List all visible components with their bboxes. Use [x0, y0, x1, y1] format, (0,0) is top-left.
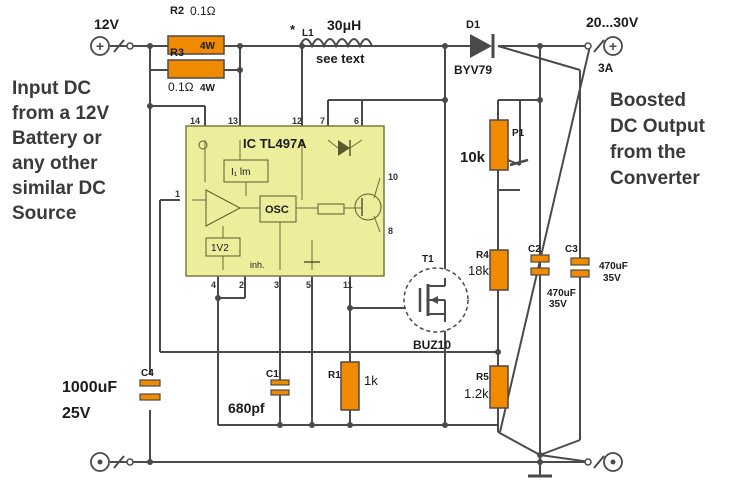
ic-pin-label: 6	[354, 116, 359, 126]
internal-diode-icon	[338, 140, 350, 156]
output-description-line: Converter	[610, 168, 700, 189]
ic-pin-label: 7	[320, 116, 325, 126]
c4-value: 1000uF	[62, 379, 117, 396]
resistor-r3	[167, 59, 225, 79]
resistor-r2	[167, 35, 225, 55]
ic-block-ref: 1V2	[211, 243, 229, 254]
ic-pin-label: 11	[343, 280, 353, 290]
output-description-line: from the	[610, 142, 686, 163]
output-positive-terminal: +	[584, 36, 623, 56]
c4-voltage: 25V	[62, 405, 91, 422]
input-description-line: similar DC	[12, 178, 106, 199]
input-voltage-label: 12V	[94, 16, 120, 32]
oscillator-block	[259, 195, 297, 223]
output-current-label: 3A	[598, 61, 614, 75]
resistor-r5	[489, 365, 509, 409]
ic-tl497a: 14 13 12 7 6 10 1 8 4 2 3 5 11	[175, 116, 398, 290]
resistor-r1	[340, 361, 360, 411]
potentiometer-p1	[489, 100, 529, 171]
r2-value: 0.1Ω	[190, 4, 216, 18]
output-ground-terminal	[584, 452, 623, 472]
c2-value: 470uF	[547, 288, 576, 299]
resistor-r4	[489, 249, 509, 291]
l1-star: *	[290, 22, 296, 37]
d1-name: D1	[466, 19, 480, 31]
p1-name: P1	[512, 128, 525, 139]
d1-part: BYV79	[454, 63, 492, 77]
ic-pin-label: 1	[175, 189, 180, 199]
l1-value: 30μH	[327, 17, 361, 33]
r1-name: R1	[328, 370, 341, 381]
c2-name: C2	[528, 244, 541, 255]
c4-name: C4	[141, 368, 154, 379]
r5-name: R5	[476, 372, 489, 383]
c3-name: C3	[565, 244, 578, 255]
capacitor-c4	[139, 379, 161, 401]
input-description-line: any other	[12, 153, 98, 174]
l1-name: L1	[302, 28, 314, 39]
r3-name: R3	[170, 47, 184, 59]
comparator-icon	[205, 189, 242, 227]
ic-pin-label: 10	[388, 172, 398, 182]
ic-block-ilim: I₁ lm	[231, 167, 250, 178]
inductor-l1	[299, 38, 373, 49]
t1-name: T1	[422, 254, 434, 265]
svg-text:+: +	[609, 38, 617, 54]
ic-pin-label: 5	[306, 280, 311, 290]
input-description-line: Battery or	[12, 128, 102, 149]
ic-pin-label: 8	[388, 226, 393, 236]
c3-value: 470uF	[599, 261, 628, 272]
output-voltage-label: 20...30V	[586, 14, 639, 30]
r2-name: R2	[170, 5, 184, 17]
output-description-line: DC Output	[610, 116, 706, 137]
ic-block-inh: inh.	[250, 260, 265, 270]
ic-pin-label: 14	[190, 116, 200, 126]
input-positive-terminal: +	[90, 36, 134, 56]
t1-part: BUZ10	[413, 338, 451, 352]
c2-voltage: 35V	[549, 299, 567, 310]
r4-value: 18k	[468, 263, 489, 278]
ic-pin-label: 3	[274, 280, 279, 290]
c3-voltage: 35V	[603, 273, 621, 284]
ic-pin-label: 4	[211, 280, 216, 290]
input-description: Input DC from a 12V Battery or any other…	[12, 78, 109, 224]
r5-value: 1.2k	[464, 386, 489, 401]
r4-name: R4	[476, 250, 489, 261]
r2-power: 4W	[200, 41, 216, 52]
p1-value: 10k	[460, 149, 486, 166]
c1-name: C1	[266, 369, 279, 380]
input-description-line: from a 12V	[12, 103, 109, 124]
r1-value: 1k	[364, 373, 378, 388]
ic-title: IC TL497A	[243, 136, 307, 151]
input-description-line: Input DC	[12, 78, 91, 99]
r3-value: 0.1Ω	[168, 80, 194, 94]
internal-transistor-icon	[354, 193, 382, 221]
wires	[110, 45, 591, 478]
svg-text:+: +	[96, 38, 104, 54]
ic-block-osc: OSC	[265, 204, 289, 216]
ic-pin-label: 2	[239, 280, 244, 290]
input-ground-terminal	[90, 452, 134, 472]
ic-pin-label: 13	[228, 116, 238, 126]
capacitor-c2	[530, 254, 550, 276]
mosfet-t1	[403, 267, 469, 333]
internal-resistor	[317, 203, 345, 215]
l1-note: see text	[316, 51, 365, 66]
diode-d1	[470, 34, 495, 58]
r3-power: 4W	[200, 83, 216, 94]
capacitor-c1	[270, 379, 290, 396]
capacitor-c3	[570, 257, 590, 278]
ic-pin-label: 12	[292, 116, 302, 126]
output-description-line: Boosted	[610, 90, 686, 111]
c1-value: 680pf	[228, 400, 265, 416]
input-description-line: Source	[12, 203, 76, 224]
output-description: Boosted DC Output from the Converter	[610, 90, 706, 189]
